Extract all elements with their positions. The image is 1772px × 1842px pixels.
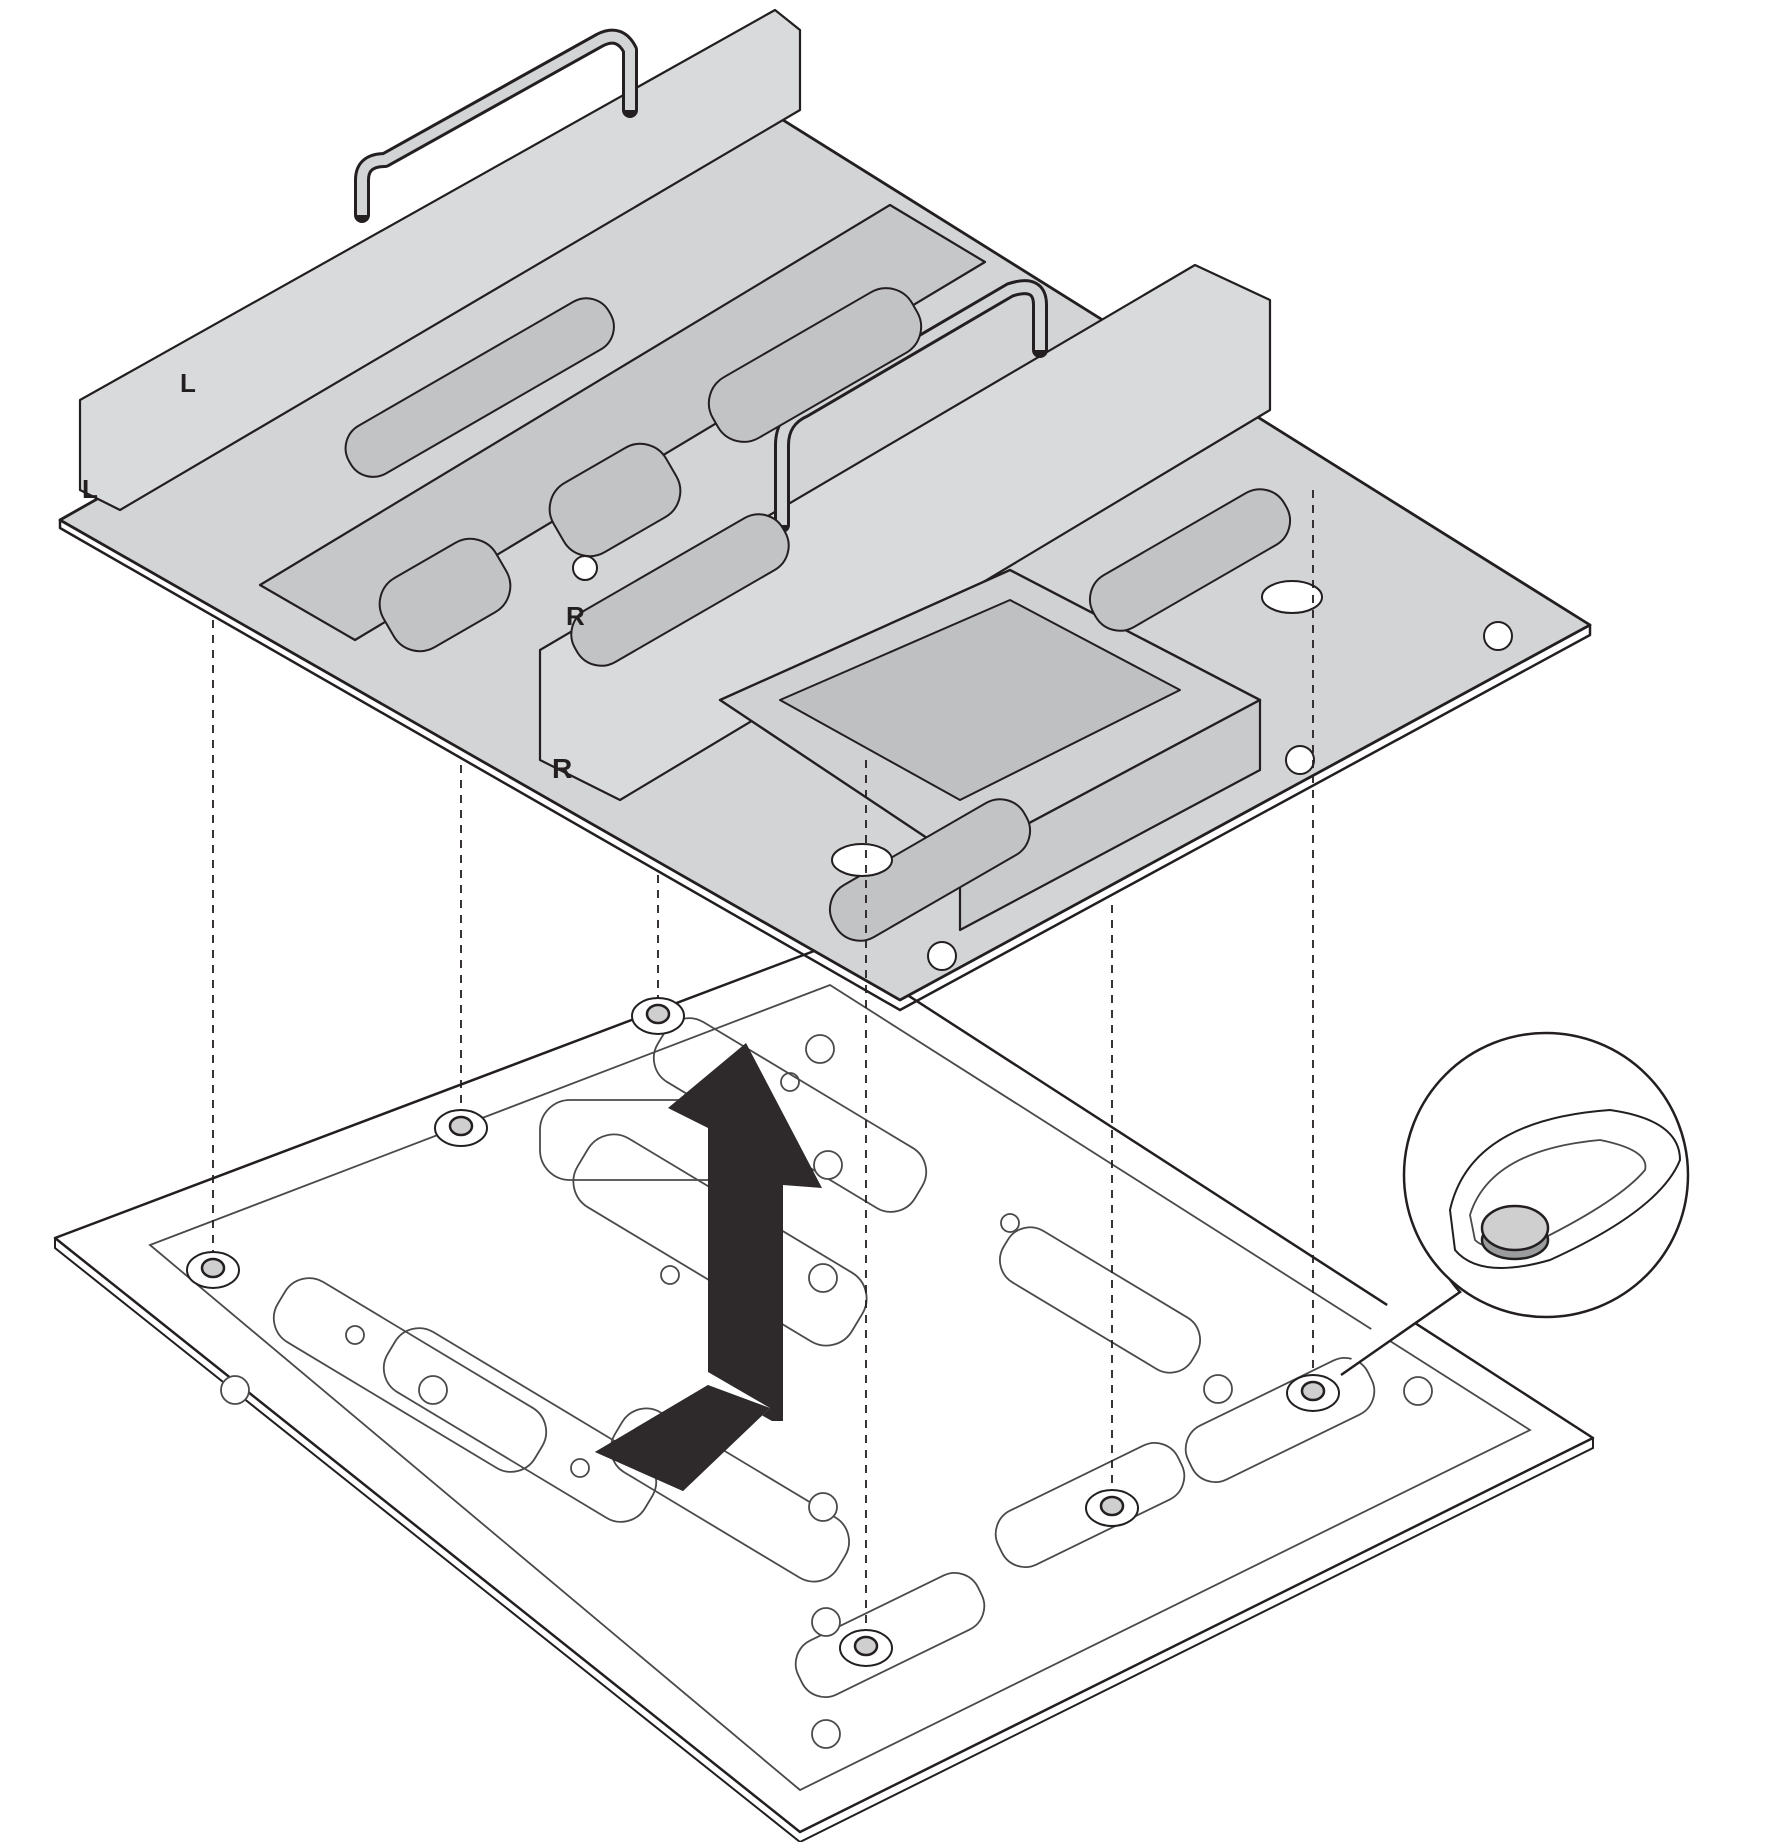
base-keyholes — [345, 1072, 1020, 1478]
tray-keyholes — [572, 555, 1513, 971]
guide-pin-icon — [186, 1251, 240, 1289]
upper-tray: L L R R — [58, 8, 1592, 1012]
left-bracket-mark: L — [180, 368, 196, 398]
guide-pin-icon — [434, 1109, 488, 1147]
tray-cutouts — [344, 287, 1292, 942]
left-bracket-mark-2: L — [82, 474, 98, 504]
guide-pin-icon — [839, 1629, 893, 1667]
alignment-lines — [212, 490, 1314, 1640]
lift-up-arrow-icon — [595, 1043, 822, 1491]
base-screws — [220, 1034, 1433, 1749]
guide-pin-icon — [1286, 1374, 1340, 1412]
pin-detail-callout-icon — [1340, 1031, 1690, 1377]
guide-pin-icon — [631, 997, 685, 1035]
guide-pins — [186, 997, 1340, 1667]
base-plate — [53, 943, 1595, 1842]
right-bracket-mark: R — [566, 601, 585, 631]
guide-pin-icon — [1085, 1489, 1139, 1527]
right-bracket-mark-2: R — [552, 753, 572, 784]
